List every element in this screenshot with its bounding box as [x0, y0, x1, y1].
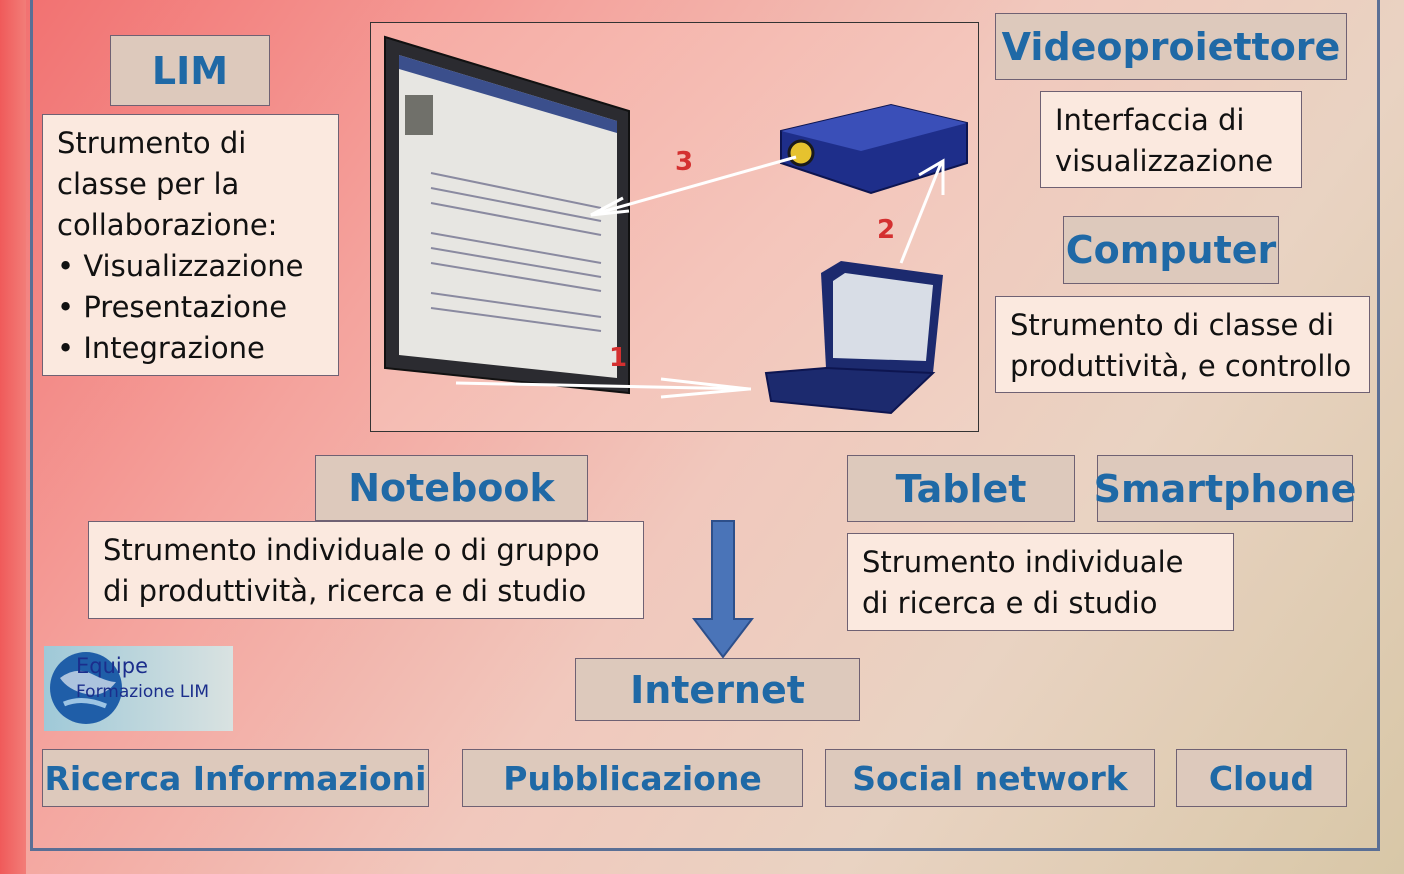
- logo-line-2: Formazione LIM: [76, 682, 210, 702]
- lim-heading: LIM: [110, 35, 270, 106]
- service-social-network: Social network: [825, 749, 1155, 807]
- lim-desc-line: Strumento di: [57, 126, 247, 160]
- tablet-smartphone-desc-line: di ricerca e di studio: [862, 586, 1158, 620]
- globe-icon: [50, 652, 122, 724]
- notebook-heading: Notebook: [315, 455, 588, 521]
- internet-heading: Internet: [575, 658, 860, 721]
- videoproiettore-desc-line: visualizzazione: [1055, 144, 1274, 178]
- lim-desc-line: collaborazione:: [57, 208, 278, 242]
- tablet-smartphone-description: Strumento individuale di ricerca e di st…: [847, 533, 1234, 631]
- computer-heading: Computer: [1063, 216, 1279, 284]
- left-gradient-band: [0, 0, 26, 874]
- videoproiettore-desc-line: Interfaccia di: [1055, 103, 1245, 137]
- down-arrow-icon: [691, 520, 755, 659]
- setup-drawing: 1 2 3: [384, 35, 968, 415]
- service-pubblicazione: Pubblicazione: [462, 749, 803, 807]
- computer-desc-line: produttività, e controllo: [1010, 349, 1352, 383]
- service-ricerca-informazioni: Ricerca Informazioni: [42, 749, 429, 807]
- lim-desc-line: • Visualizzazione: [57, 249, 304, 283]
- videoproiettore-heading: Videoproiettore: [995, 13, 1347, 80]
- notebook-description: Strumento individuale o di gruppo di pro…: [88, 521, 644, 619]
- laptop-icon: [764, 261, 943, 415]
- videoproiettore-description: Interfaccia di visualizzazione: [1040, 91, 1302, 188]
- service-cloud: Cloud: [1176, 749, 1347, 807]
- content-frame: [30, 0, 1380, 851]
- computer-description: Strumento di classe di produttività, e c…: [995, 296, 1370, 393]
- lim-desc-line: classe per la: [57, 167, 240, 201]
- lim-desc-line: • Integrazione: [57, 331, 265, 365]
- notebook-desc-line: di produttività, ricerca e di studio: [103, 574, 587, 608]
- computer-desc-line: Strumento di classe di: [1010, 308, 1335, 342]
- step-label-3: 3: [675, 147, 693, 177]
- projector-icon: [780, 103, 968, 195]
- whiteboard-titlebar: [399, 55, 617, 133]
- lim-description: Strumento di classe per la collaborazion…: [42, 114, 339, 376]
- step-label-2: 2: [877, 215, 895, 245]
- logo-line-1: Equipe: [76, 654, 148, 678]
- whiteboard-image: [405, 95, 433, 135]
- step-label-1: 1: [609, 343, 627, 373]
- smartphone-heading: Smartphone: [1094, 455, 1356, 522]
- tablet-heading: Tablet: [847, 455, 1075, 522]
- equipe-logo: Equipe Formazione LIM: [44, 646, 233, 731]
- tablet-smartphone-desc-line: Strumento individuale: [862, 545, 1184, 579]
- lim-desc-line: • Presentazione: [57, 290, 288, 324]
- notebook-desc-line: Strumento individuale o di gruppo: [103, 533, 600, 567]
- setup-illustration: 1 2 3: [370, 22, 979, 432]
